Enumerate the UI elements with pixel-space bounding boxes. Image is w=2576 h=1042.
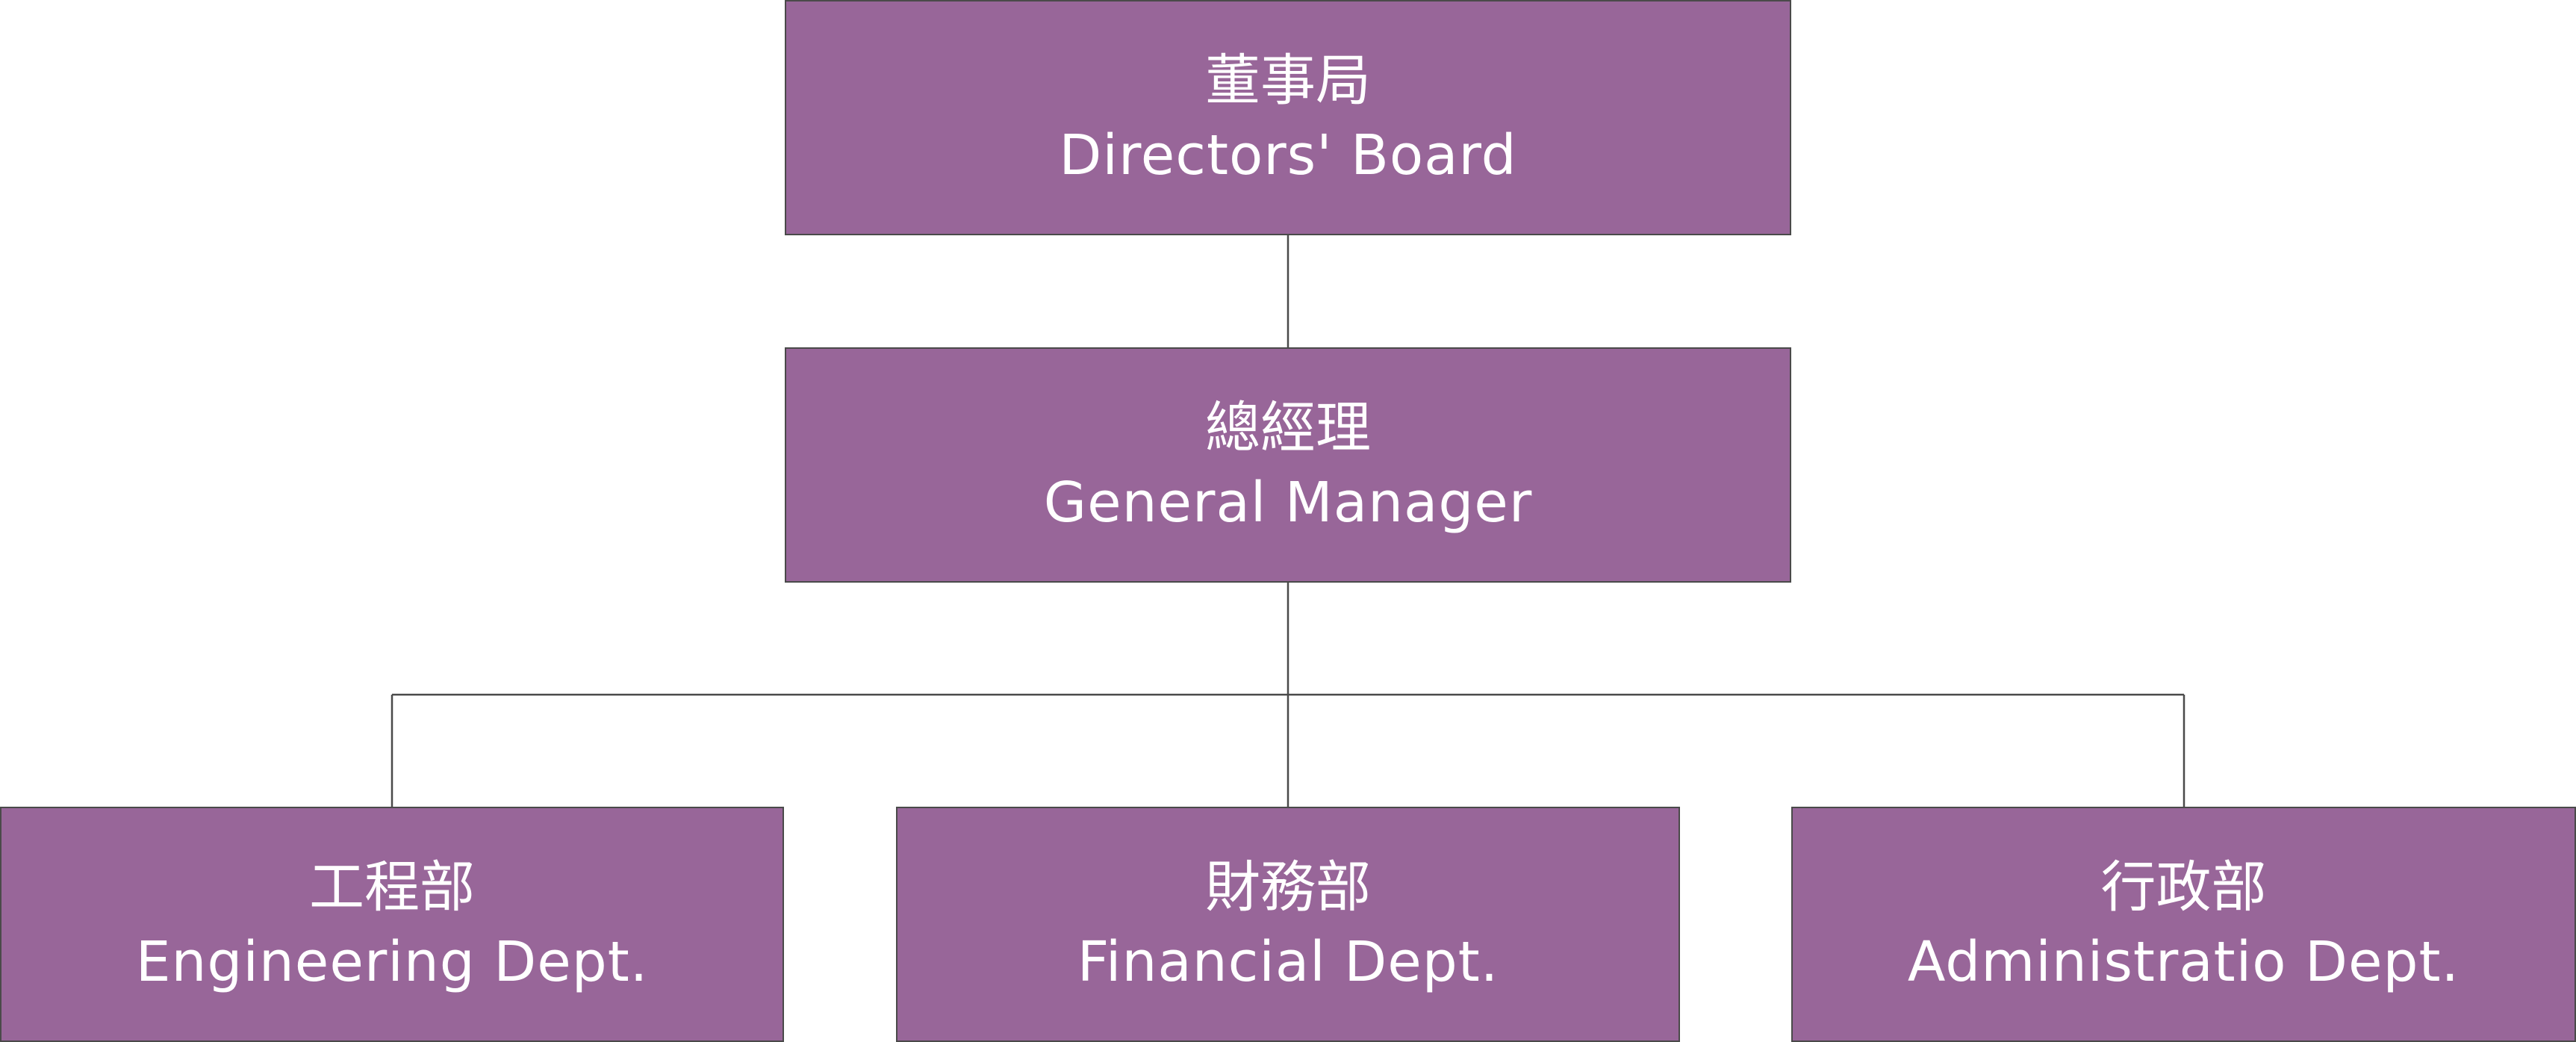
node-financial-dept: 財務部 Financial Dept. — [896, 807, 1680, 1042]
node-administration-dept: 行政部 Administratio Dept. — [1791, 807, 2576, 1042]
node-general-manager: 總經理 General Manager — [785, 347, 1791, 583]
node-label-en: Directors' Board — [1059, 123, 1517, 187]
node-engineering-dept: 工程部 Engineering Dept. — [0, 807, 784, 1042]
node-label-en: General Manager — [1043, 470, 1533, 535]
node-label-zh: 財務部 — [1205, 855, 1371, 919]
node-label-en: Administratio Dept. — [1907, 929, 2460, 994]
node-label-zh: 行政部 — [2100, 855, 2267, 919]
node-directors-board: 董事局 Directors' Board — [785, 0, 1791, 235]
node-label-zh: 工程部 — [309, 855, 475, 919]
node-label-zh: 總經理 — [1205, 395, 1371, 460]
node-label-en: Financial Dept. — [1077, 929, 1499, 994]
node-label-zh: 董事局 — [1205, 48, 1371, 113]
node-label-en: Engineering Dept. — [135, 929, 649, 994]
